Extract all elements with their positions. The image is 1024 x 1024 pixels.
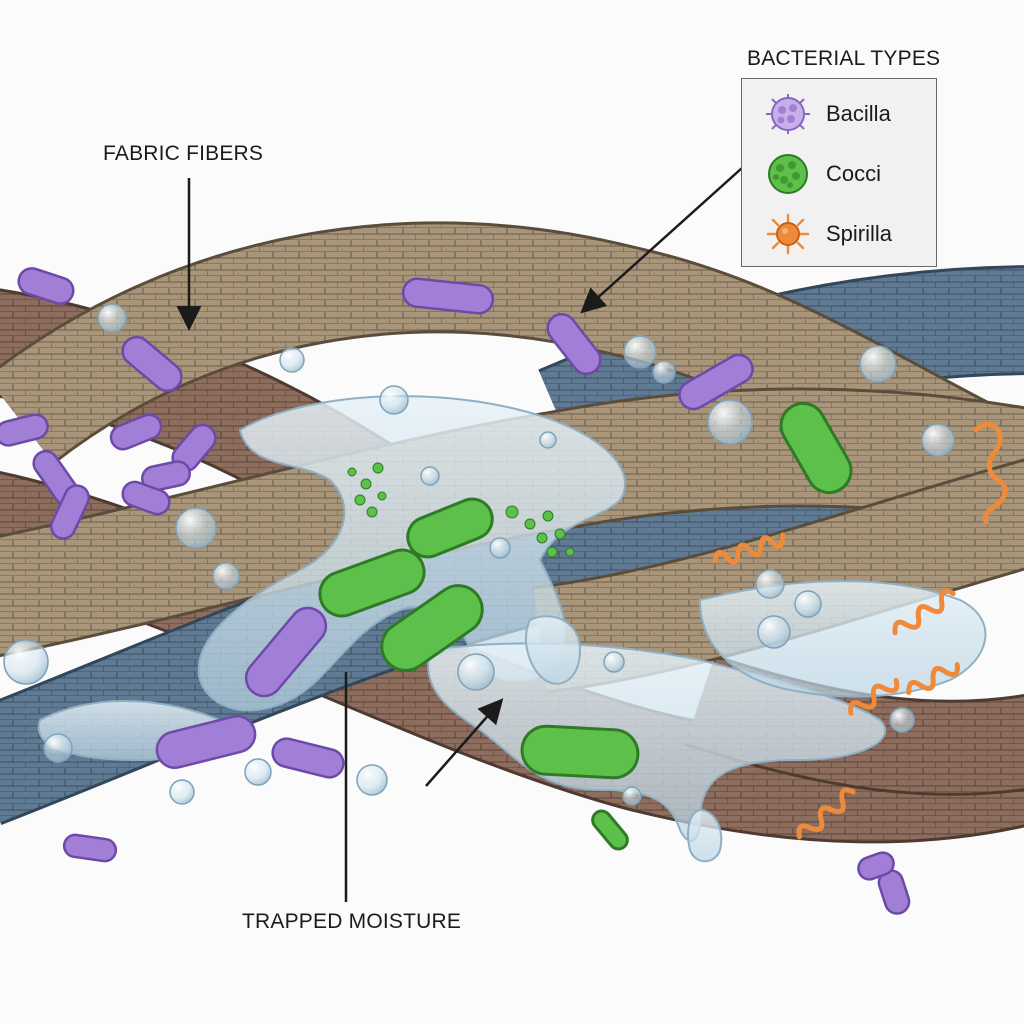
legend-label-spirilla: Spirilla (826, 221, 893, 246)
orange-spirilla (712, 421, 1008, 840)
purple-bacterium (141, 460, 191, 492)
coccus (505, 505, 519, 519)
purple-bacterium (244, 606, 328, 698)
bubble (457, 653, 495, 691)
green-bacterium (520, 724, 640, 780)
purple-bacterium (155, 715, 257, 769)
bubble (379, 385, 409, 415)
purple-bacterium (271, 737, 345, 779)
purple-bacterium (49, 484, 91, 540)
spirillum (712, 532, 786, 565)
bubble (603, 651, 625, 673)
legend-item-bacilla: Bacilla (742, 89, 936, 139)
bubble (622, 786, 642, 806)
trapped-moisture-label: TRAPPED MOISTURE (242, 910, 462, 933)
coccus (372, 462, 384, 474)
bubble (244, 758, 272, 786)
bubble (169, 779, 195, 805)
legend-arrow (580, 167, 743, 314)
water-bubbles (3, 303, 955, 806)
purple-bacterium (62, 833, 118, 863)
spirillum (906, 662, 960, 696)
coccus (546, 546, 558, 558)
purple-bacterium (109, 413, 163, 451)
water-drop (687, 808, 723, 863)
water-pool-lower (427, 642, 887, 842)
legend-label-cocci: Cocci (826, 161, 882, 186)
purple-bacterium (17, 267, 75, 305)
bubble (212, 562, 240, 590)
orange-spirillum-icon (766, 213, 810, 255)
fabric-fibers-label: FABRIC FIBERS (103, 142, 264, 165)
bubble (757, 615, 791, 649)
green-bacterium (591, 809, 629, 851)
moisture-arrow (425, 698, 504, 787)
coccus (542, 510, 554, 522)
coccus (565, 547, 575, 557)
bubble (755, 569, 785, 599)
coccus (524, 518, 536, 530)
legend-label-bacilla: Bacilla (826, 101, 891, 126)
green-coccus-icon (768, 154, 808, 194)
purple-bacterium (546, 312, 602, 376)
bubble (889, 707, 915, 733)
bubble (356, 764, 388, 796)
coccus (360, 478, 372, 490)
legend-title: BACTERIAL TYPES (747, 47, 941, 70)
legend-item-spirilla: Spirilla (742, 209, 936, 259)
purple-bacterium (121, 335, 183, 393)
coccus (366, 506, 378, 518)
green-bacterium (406, 497, 494, 559)
bubble (175, 507, 217, 549)
bubble (489, 537, 511, 559)
coccus (347, 467, 357, 477)
water-drip (525, 615, 582, 685)
water-pool-right (698, 580, 987, 698)
purple-bacteria (0, 267, 911, 915)
coccus (536, 532, 548, 544)
annotation-arrows (176, 167, 743, 902)
bubble (921, 423, 955, 457)
green-bacterium (318, 548, 426, 618)
spirillum (848, 677, 900, 716)
purple-bacterium (121, 480, 171, 516)
legend-item-cocci: Cocci (742, 149, 936, 199)
spirillum (796, 787, 856, 840)
purple-bacterium (401, 277, 495, 315)
purple-bacterium (0, 413, 49, 447)
bubble (539, 431, 557, 449)
bubble (652, 360, 676, 384)
coccus (554, 528, 566, 540)
coccus (377, 491, 387, 501)
spirillum (973, 421, 1008, 525)
green-bacteria (318, 401, 853, 851)
bubble (623, 335, 657, 369)
purple-bacterium (857, 851, 895, 881)
bubble (707, 399, 753, 445)
bubble (794, 590, 822, 618)
bubble (859, 345, 897, 383)
bubble (420, 466, 440, 486)
bubble (43, 733, 73, 763)
green-bacterium (380, 584, 484, 672)
bubble (97, 303, 127, 333)
bubble (3, 639, 49, 685)
cocci-clusters (347, 462, 575, 558)
spirillum (892, 588, 956, 636)
bubble (279, 347, 305, 373)
purple-bacterium (678, 353, 754, 411)
green-bacterium (779, 401, 853, 495)
purple-bacillus-icon (766, 94, 810, 134)
coccus (354, 494, 366, 506)
legend: Bacilla Cocci Spirilla (741, 78, 937, 267)
